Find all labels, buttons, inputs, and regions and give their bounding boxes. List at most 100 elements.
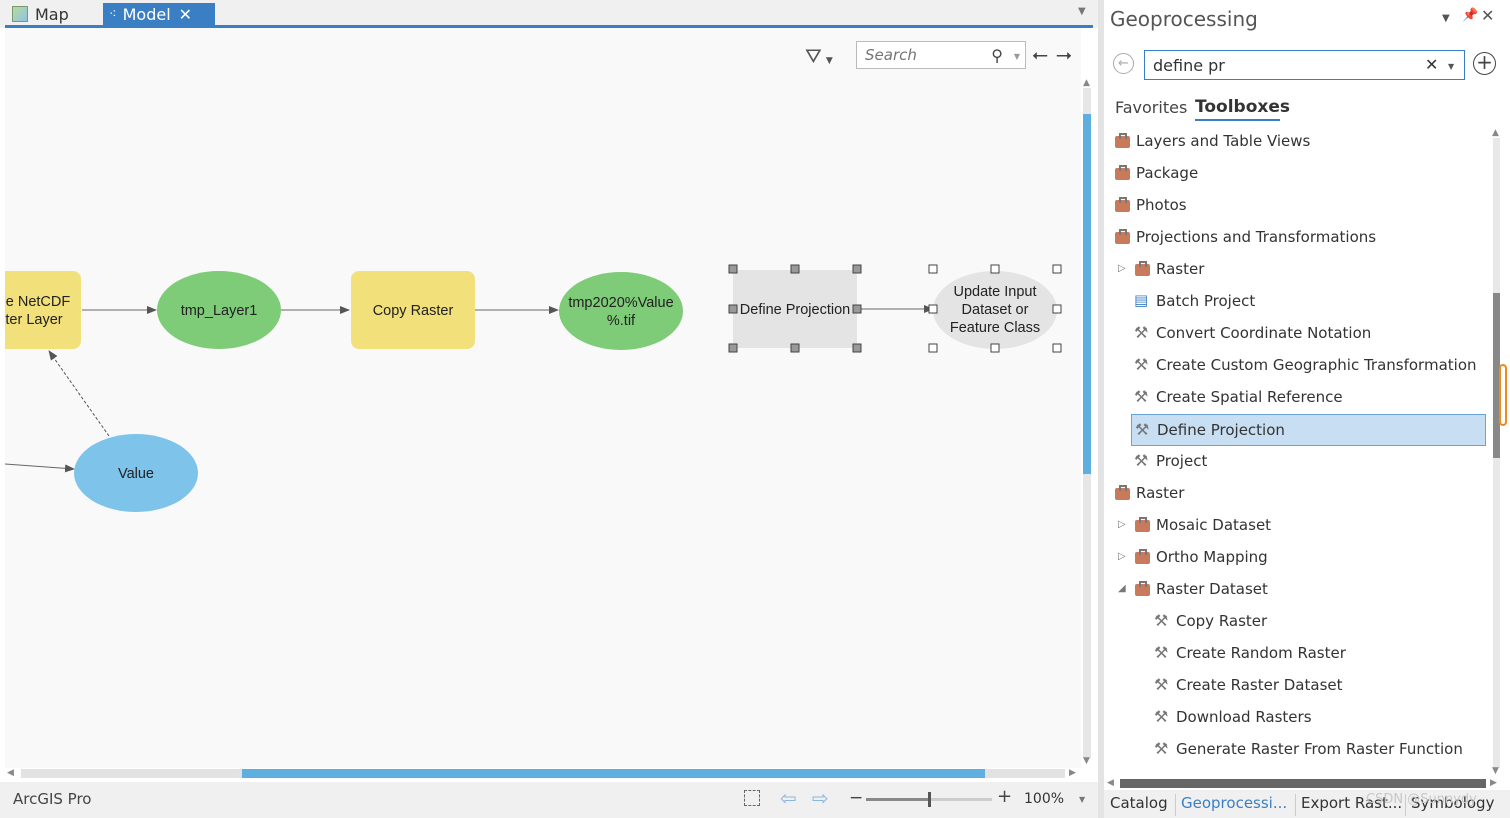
model-canvas[interactable]: e NetCDF ter Layer tmp_Layer1 Copy Raste… bbox=[5, 28, 1081, 768]
node-tmp-output[interactable]: tmp2020%Value %.tif bbox=[559, 272, 683, 350]
scroll-thumb[interactable] bbox=[1120, 779, 1486, 788]
tree-item[interactable]: Projections and Transformations bbox=[1104, 222, 1488, 254]
pane-tab[interactable]: Export Rast... bbox=[1301, 794, 1403, 812]
clear-icon[interactable]: ✕ bbox=[1425, 55, 1439, 74]
pane-tab[interactable]: Catalog bbox=[1110, 794, 1168, 812]
scroll-down-icon[interactable]: ▼ bbox=[1083, 756, 1090, 766]
document-tab-bar: Map ⁖ Model ✕ ▼ bbox=[0, 0, 1098, 28]
search-icon[interactable]: ⚲ bbox=[991, 46, 1003, 65]
zoom-level[interactable]: 100% bbox=[1024, 791, 1065, 807]
model-search-box[interactable]: ⚲ ▼ bbox=[856, 41, 1026, 69]
zoom-dropdown-icon[interactable]: ▼ bbox=[1079, 795, 1086, 804]
add-plus-icon[interactable]: + bbox=[1473, 52, 1496, 75]
zoom-slider-fill bbox=[866, 798, 929, 801]
tree-item-label: Download Rasters bbox=[1176, 708, 1312, 726]
scroll-thumb[interactable] bbox=[1083, 114, 1091, 474]
node-define-projection[interactable]: Define Projection bbox=[728, 264, 862, 353]
expand-icon[interactable]: ▷ bbox=[1118, 519, 1126, 530]
zoom-slider-handle[interactable] bbox=[928, 792, 931, 807]
tree-item[interactable]: ▷Mosaic Dataset bbox=[1104, 510, 1488, 542]
node-netcdf-shape bbox=[5, 271, 81, 349]
node-tmp-layer1[interactable]: tmp_Layer1 bbox=[157, 271, 281, 349]
scroll-right-icon[interactable]: ▶ bbox=[1490, 778, 1497, 788]
filter-button[interactable]: ⛛▼ bbox=[805, 44, 833, 68]
zoom-out-button[interactable]: − bbox=[849, 788, 864, 808]
tree-item[interactable]: ⚒Create Raster Dataset bbox=[1104, 670, 1488, 702]
tree-vertical-scrollbar[interactable]: ▲ ▼ bbox=[1490, 128, 1502, 778]
tree-item[interactable]: ⚒Create Custom Geographic Transformation bbox=[1104, 350, 1488, 382]
tree-item-label: Layers and Table Views bbox=[1136, 132, 1311, 150]
node-tmp-output-label-1: tmp2020%Value bbox=[568, 295, 673, 311]
expand-icon[interactable]: ▷ bbox=[1118, 551, 1126, 562]
close-icon[interactable]: ✕ bbox=[1481, 6, 1495, 25]
tab-toolboxes[interactable]: Toolboxes bbox=[1195, 97, 1290, 117]
arrow-left-icon: ← bbox=[1118, 56, 1129, 71]
tool-icon: ⚒ bbox=[1154, 707, 1169, 726]
scroll-thumb[interactable] bbox=[1493, 293, 1500, 458]
tree-item[interactable]: ⚒Create Random Raster bbox=[1104, 638, 1488, 670]
node-update-input-label-1: Update Input bbox=[953, 284, 1036, 300]
close-icon[interactable]: ✕ bbox=[178, 4, 193, 24]
tree-horizontal-scrollbar[interactable]: ◀ ▶ bbox=[1104, 776, 1502, 790]
scroll-down-icon[interactable]: ▼ bbox=[1492, 766, 1499, 776]
tab-model[interactable]: ⁖ Model ✕ bbox=[103, 3, 215, 25]
tree-item[interactable]: ⚒ Download Rasters bbox=[1104, 702, 1488, 734]
tree-item[interactable]: ◢ Raster Dataset bbox=[1104, 574, 1488, 606]
tab-menu-chevron-down-icon[interactable]: ▼ bbox=[1078, 6, 1086, 17]
pane-divider[interactable] bbox=[1098, 0, 1104, 818]
zoom-slider[interactable] bbox=[866, 792, 992, 807]
pane-tab[interactable]: Geoprocessi... bbox=[1181, 794, 1288, 812]
tree-item[interactable]: ⚒Generate Raster From Raster Function bbox=[1104, 734, 1488, 766]
tree-item[interactable]: ⚒Convert Coordinate Notation bbox=[1104, 318, 1488, 350]
toolbox-icon bbox=[1114, 229, 1134, 247]
pane-tab[interactable]: Symbology bbox=[1411, 794, 1495, 812]
node-copy-raster[interactable]: Copy Raster bbox=[351, 271, 475, 349]
node-update-input-dataset[interactable]: Update Input Dataset or Feature Class bbox=[928, 264, 1062, 353]
tab-favorites[interactable]: Favorites bbox=[1115, 98, 1188, 117]
tree-item-label: Raster Dataset bbox=[1156, 580, 1268, 598]
arrow-left-icon[interactable]: ⭠ bbox=[1032, 42, 1048, 66]
node-netcdf-raster-layer[interactable]: e NetCDF ter Layer bbox=[5, 271, 81, 349]
tab-map[interactable]: Map bbox=[12, 3, 69, 25]
model-search-input[interactable] bbox=[857, 45, 987, 65]
pane-menu-chevron-down-icon[interactable]: ▼ bbox=[1442, 13, 1450, 24]
scroll-up-icon[interactable]: ▲ bbox=[1083, 78, 1090, 88]
tree-item[interactable]: Raster bbox=[1104, 478, 1488, 510]
tool-icon: ⚒ bbox=[1135, 420, 1150, 439]
back-button[interactable]: ← bbox=[1113, 53, 1134, 74]
tree-item[interactable]: ▷Raster bbox=[1104, 254, 1488, 286]
collapse-icon[interactable]: ◢ bbox=[1118, 583, 1126, 594]
scroll-right-icon[interactable]: ▶ bbox=[1069, 768, 1076, 778]
tree-item[interactable]: ⚒Copy Raster bbox=[1104, 606, 1488, 638]
app-name: ArcGIS Pro bbox=[13, 790, 92, 808]
tree-item[interactable]: Layers and Table Views bbox=[1104, 126, 1488, 158]
node-value-label: Value bbox=[118, 466, 154, 482]
tree-item[interactable]: Photos bbox=[1104, 190, 1488, 222]
previous-extent-icon[interactable]: ⇦ bbox=[780, 786, 797, 810]
tree-item[interactable]: ▤Batch Project bbox=[1104, 286, 1488, 318]
next-extent-icon[interactable]: ⇨ bbox=[812, 786, 829, 810]
canvas-vertical-scrollbar[interactable]: ▲ ▼ bbox=[1081, 78, 1093, 768]
gp-search-input[interactable] bbox=[1151, 55, 1415, 76]
scroll-left-icon[interactable]: ◀ bbox=[1107, 778, 1114, 788]
zoom-in-button[interactable]: + bbox=[997, 786, 1013, 807]
gp-search-box[interactable]: ✕ ▼ bbox=[1144, 50, 1465, 80]
search-dropdown-icon[interactable]: ▼ bbox=[1013, 52, 1020, 61]
pin-icon[interactable]: 📌 bbox=[1462, 8, 1479, 23]
search-dropdown-icon[interactable]: ▼ bbox=[1448, 62, 1455, 71]
tree-item[interactable]: ⚒Define Projection bbox=[1131, 414, 1486, 446]
tree-item[interactable]: ⚒Project bbox=[1104, 446, 1488, 478]
tree-item[interactable]: ▷Ortho Mapping bbox=[1104, 542, 1488, 574]
scroll-thumb[interactable] bbox=[242, 769, 985, 778]
scroll-up-icon[interactable]: ▲ bbox=[1492, 128, 1499, 138]
arrow-right-icon[interactable]: ⭢ bbox=[1056, 42, 1072, 66]
tree-item[interactable]: ⚒Create Spatial Reference bbox=[1104, 382, 1488, 414]
tool-icon: ⚒ bbox=[1154, 739, 1169, 758]
expand-icon[interactable]: ▷ bbox=[1118, 263, 1126, 274]
full-extent-icon[interactable] bbox=[744, 790, 760, 806]
canvas-horizontal-scrollbar[interactable]: ◀ ▶ bbox=[5, 766, 1081, 780]
node-value[interactable]: Value bbox=[74, 434, 198, 512]
scroll-left-icon[interactable]: ◀ bbox=[7, 768, 14, 778]
tree-item[interactable]: Package bbox=[1104, 158, 1488, 190]
tool-icon: ⚒ bbox=[1134, 451, 1149, 470]
